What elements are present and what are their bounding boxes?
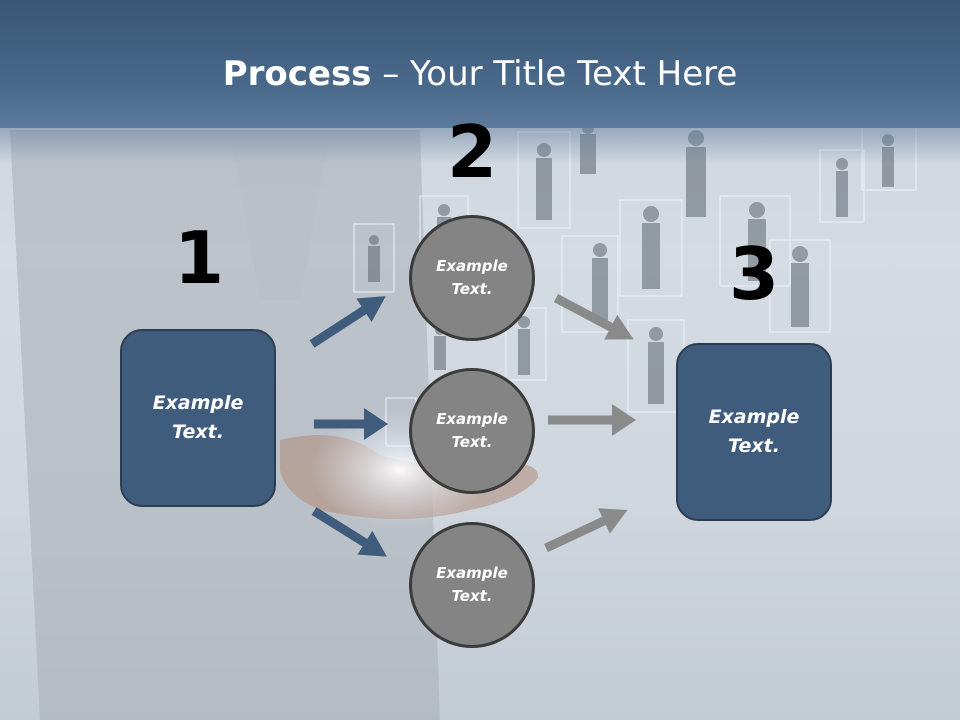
title-bold: Process — [222, 54, 372, 94]
circle-1-text-line-1: Example — [436, 257, 508, 275]
gray-arrows — [544, 294, 636, 553]
step-1-box-text: Example Text. — [153, 389, 244, 447]
step-3-box-text: Example Text. — [709, 403, 800, 461]
title-band-fade — [0, 124, 960, 164]
step-1-text-line-1: Example — [152, 392, 244, 414]
slide-title: Process – Your Title Text Here — [0, 52, 960, 96]
circle-2-text-line-1: Example — [436, 410, 508, 428]
arrow-to-circle-1 — [309, 296, 386, 348]
step-number-2: 2 — [446, 110, 498, 194]
step-2-circle-3: Example Text. — [409, 522, 535, 648]
step-number-3: 3 — [728, 232, 780, 316]
step-3-box: Example Text. — [676, 343, 832, 521]
step-number-1: 1 — [173, 216, 225, 300]
title-rest: – Your Title Text Here — [371, 54, 738, 94]
step-2-circle-2: Example Text. — [409, 368, 535, 494]
arrow-from-circle-1 — [553, 294, 634, 340]
step-1-text-line-2: Text. — [172, 421, 224, 443]
step-1-box: Example Text. — [120, 329, 276, 507]
circle-3-text-line-1: Example — [436, 564, 508, 582]
circle-3-text-line-2: Text. — [451, 587, 493, 605]
circle-1-text-line-2: Text. — [451, 280, 493, 298]
arrow-from-circle-3 — [544, 508, 628, 553]
step-3-text-line-2: Text. — [728, 435, 780, 457]
title-band — [0, 0, 960, 128]
arrow-to-circle-2 — [314, 408, 388, 440]
circle-2-text-line-2: Text. — [451, 433, 493, 451]
arrow-to-circle-3 — [311, 507, 387, 557]
step-3-text-line-1: Example — [708, 406, 800, 428]
step-2-circle-1: Example Text. — [409, 215, 535, 341]
blue-arrows — [309, 296, 388, 557]
arrow-from-circle-2 — [548, 404, 636, 436]
